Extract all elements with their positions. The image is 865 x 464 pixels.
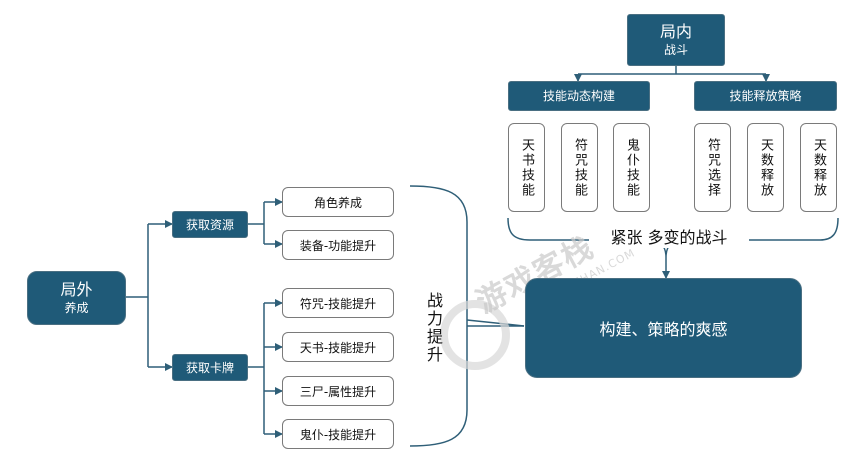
cards-branch: 获取卡牌 xyxy=(172,354,248,381)
power-up-label: 战力提升 xyxy=(424,292,443,364)
build-item-label: 鬼仆技能 xyxy=(624,137,639,198)
inner-subtitle: 战斗 xyxy=(663,43,688,57)
card-item: 鬼仆-技能提升 xyxy=(282,419,394,449)
battle-caption: 紧张 多变的战斗 xyxy=(589,224,749,248)
release-item: 符咒选择 xyxy=(694,123,731,212)
card-item: 三尸-属性提升 xyxy=(282,376,394,406)
build-branch: 技能动态构建 xyxy=(508,81,650,111)
resource-item: 角色养成 xyxy=(282,187,394,217)
release-branch: 技能释放策略 xyxy=(694,81,837,111)
build-item: 鬼仆技能 xyxy=(613,123,650,212)
card-item: 天书-技能提升 xyxy=(282,332,394,362)
outer-subtitle: 养成 xyxy=(64,301,89,315)
resources-branch: 获取资源 xyxy=(172,211,248,238)
release-item: 天数释放 xyxy=(800,123,837,212)
core-box: 构建、策略的爽感 xyxy=(525,278,802,378)
build-item: 天书技能 xyxy=(508,123,545,212)
inner-box: 局内 战斗 xyxy=(627,14,725,66)
release-item-label: 天数释放 xyxy=(758,137,773,198)
release-item-label: 符咒选择 xyxy=(705,137,720,198)
watermark-logo-icon xyxy=(440,300,510,370)
build-item-label: 天书技能 xyxy=(519,137,534,198)
build-item-label: 符咒技能 xyxy=(572,137,587,198)
release-item: 天数释放 xyxy=(747,123,784,212)
inner-title: 局内 xyxy=(659,22,692,41)
outer-title: 局外 xyxy=(60,280,93,299)
build-item: 符咒技能 xyxy=(561,123,598,212)
card-item: 符咒-技能提升 xyxy=(282,288,394,318)
resource-item: 装备-功能提升 xyxy=(282,230,394,260)
release-item-label: 天数释放 xyxy=(811,137,826,198)
outer-box: 局外 养成 xyxy=(27,271,126,325)
